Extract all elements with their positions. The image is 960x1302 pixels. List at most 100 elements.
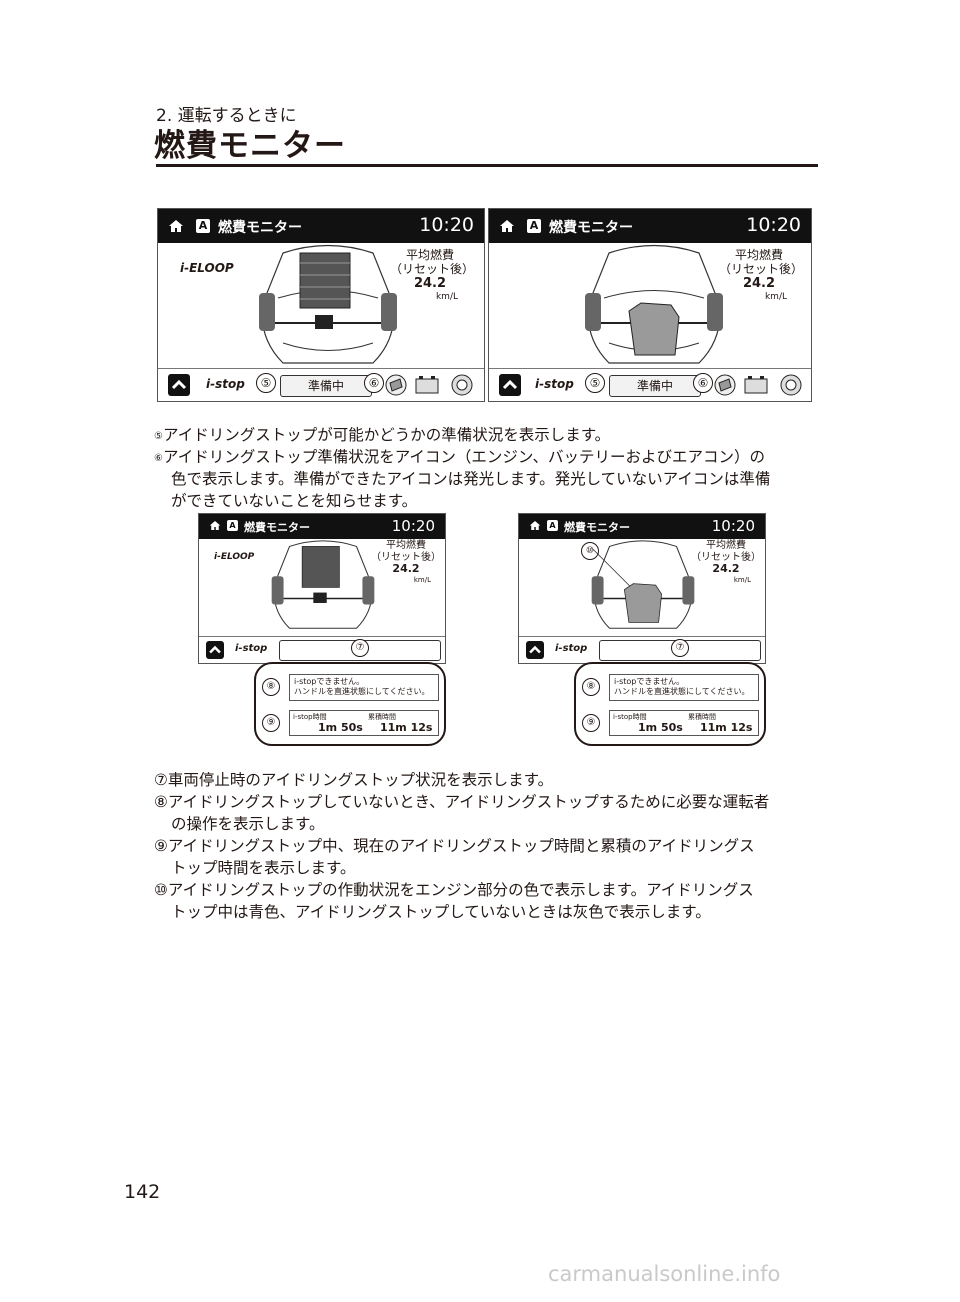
chevron-up-icon — [529, 645, 541, 654]
screen-title: 燃費モニター — [549, 220, 633, 236]
reset-label: （リセット後） — [390, 261, 475, 276]
istop-bar: i-stop ⑤ 準備中 ⑥ — [489, 368, 811, 401]
callout-5: ⑤ — [585, 373, 605, 393]
callout-8: ⑧ — [582, 678, 600, 696]
aircon-icon — [780, 374, 802, 396]
reset-label: （リセット後） — [719, 261, 804, 276]
page-number: 142 — [124, 1181, 161, 1203]
item-8: ⑧アイドリングストップしていないとき、アイドリングストップするために必要な運転者 — [154, 793, 770, 811]
battery-icon — [744, 376, 768, 394]
clock: 10:20 — [391, 517, 435, 535]
avg-unit: km/L — [435, 291, 458, 302]
car-top-view — [259, 244, 397, 364]
a-icon: A — [227, 520, 238, 531]
ieloop-logo: i-ELOOP — [180, 261, 234, 275]
istop-logo: i-stop — [555, 643, 588, 654]
marker-6: ⑥ — [154, 453, 163, 464]
avg-label: 平均燃費 — [405, 248, 454, 262]
screen-title: 燃費モニター — [244, 521, 310, 534]
detail-bubble-right: ⑧ i-stopできません。 ハンドルを直進状態にしてください。 ⑨ i-sto… — [574, 662, 766, 746]
callout-7: ⑦ — [671, 639, 689, 657]
home-icon — [169, 220, 183, 232]
chevron-up-icon — [171, 379, 187, 390]
battery-icon — [415, 376, 439, 394]
item-6-cont2: ができていないことを知らせます。 — [171, 492, 418, 510]
aircon-icon — [451, 374, 473, 396]
istop-bar: i-stop ⑦ — [519, 636, 765, 663]
home-icon — [500, 220, 514, 232]
marker-5: ⑤ — [154, 431, 163, 442]
istop-times: i-stop時間 1m 50s 累積時間 11m 12s — [609, 710, 759, 736]
up-button[interactable] — [499, 374, 521, 396]
istop-message: i-stopできません。 ハンドルを直進状態にしてください。 — [609, 674, 759, 701]
callout-6: ⑥ — [693, 373, 713, 393]
car-top-view — [585, 244, 723, 364]
ready-status: 準備中 — [609, 375, 701, 397]
home-icon — [209, 521, 221, 530]
istop-message: i-stopできません。 ハンドルを直進状態にしてください。 — [289, 674, 439, 701]
section-heading: 2. 運転するときに — [156, 106, 297, 126]
clock: 10:20 — [746, 214, 801, 236]
description-block-1: ⑤アイドリングストップが可能かどうかの準備状況を表示します。 ⑥アイドリングスト… — [154, 424, 822, 512]
up-button[interactable] — [206, 641, 224, 659]
page-title: 燃費モニター — [154, 128, 346, 164]
callout-9: ⑨ — [262, 714, 280, 732]
description-block-2: ⑦車両停止時のアイドリングストップ状況を表示します。 ⑧アイドリングストップして… — [154, 769, 822, 923]
title-rule — [156, 164, 818, 167]
screen-header: A 燃費モニター 10:20 — [489, 209, 811, 243]
up-button[interactable] — [526, 641, 544, 659]
engine-icon — [714, 374, 736, 396]
avg-value: 24.2 — [742, 275, 776, 291]
callout-6: ⑥ — [364, 373, 384, 393]
callout-7: ⑦ — [351, 639, 369, 657]
average-fuel: 平均燃費 （リセット後） 24.2 km/L — [390, 248, 475, 302]
ieloop-logo: i-ELOOP — [214, 552, 255, 562]
screen-eloop: A 燃費モニター 10:20 i-ELOOP 平均燃費 （リセット後） 24.2… — [157, 208, 485, 402]
item-6: ⑥アイドリングストップ準備状況をアイコン（エンジン、バッテリーおよびエアコン）の — [154, 448, 765, 466]
average-fuel: 平均燃費 （リセット後） 24.2 km/L — [691, 540, 761, 584]
average-fuel: 平均燃費 （リセット後） 24.2 km/L — [719, 248, 804, 302]
screen-header: A 燃費モニター 10:20 — [199, 514, 445, 539]
up-button[interactable] — [168, 374, 190, 396]
callout-5: ⑤ — [256, 373, 276, 393]
callout-8: ⑧ — [262, 678, 280, 696]
a-icon: A — [527, 219, 541, 233]
car-top-view — [591, 540, 695, 629]
screen-header: A 燃費モニター 10:20 — [158, 209, 484, 243]
chevron-up-icon — [209, 645, 221, 654]
avg-unit: km/L — [764, 291, 787, 302]
screen-engine-small: A 燃費モニター 10:20 ⑩ 平均燃費 （リセット後） 24.2 km/L … — [518, 513, 766, 664]
istop-times: i-stop時間 1m 50s 累積時間 11m 12s — [289, 710, 439, 736]
a-icon: A — [196, 219, 210, 233]
engine-icon — [385, 374, 407, 396]
clock: 10:20 — [419, 214, 474, 236]
screen-engine: A 燃費モニター 10:20 平均燃費 （リセット後） 24.2 km/L i-… — [488, 208, 812, 402]
item-8-cont: の操作を表示します。 — [171, 815, 325, 833]
screen-eloop-small: A 燃費モニター 10:20 i-ELOOP 平均燃費 （リセット後） 24.2… — [198, 513, 446, 664]
a-icon: A — [547, 520, 558, 531]
istop-logo: i-stop — [206, 377, 245, 391]
item-10-cont: トップ中は青色、アイドリングストップしていないときは灰色で表示します。 — [171, 903, 711, 921]
car-top-view — [271, 540, 375, 629]
home-icon — [529, 521, 541, 530]
avg-value: 24.2 — [413, 275, 447, 291]
item-7: ⑦車両停止時のアイドリングストップ状況を表示します。 — [154, 771, 554, 789]
screen-title: 燃費モニター — [218, 220, 302, 236]
chevron-up-icon — [502, 379, 518, 390]
istop-logo: i-stop — [535, 377, 574, 391]
istop-bar: i-stop ⑤ 準備中 ⑥ — [158, 368, 484, 401]
item-5: ⑤アイドリングストップが可能かどうかの準備状況を表示します。 — [154, 426, 611, 444]
item-9: ⑨アイドリングストップ中、現在のアイドリングストップ時間と累積のアイドリングス — [154, 837, 755, 855]
item-9-cont: トップ時間を表示します。 — [171, 859, 356, 877]
clock: 10:20 — [711, 517, 755, 535]
detail-bubble-left: ⑧ i-stopできません。 ハンドルを直進状態にしてください。 ⑨ i-sto… — [254, 662, 446, 746]
average-fuel: 平均燃費 （リセット後） 24.2 km/L — [371, 540, 441, 584]
ready-status: 準備中 — [280, 375, 372, 397]
screen-header: A 燃費モニター 10:20 — [519, 514, 765, 539]
istop-logo: i-stop — [235, 643, 268, 654]
watermark: carmanualsonline.info — [548, 1262, 781, 1286]
item-10: ⑩アイドリングストップの作動状況をエンジン部分の色で表示します。アイドリングス — [154, 881, 754, 899]
avg-label: 平均燃費 — [734, 248, 783, 262]
item-6-cont: 色で表示します。準備ができたアイコンは発光します。発光していないアイコンは準備 — [171, 470, 771, 488]
callout-9: ⑨ — [582, 714, 600, 732]
